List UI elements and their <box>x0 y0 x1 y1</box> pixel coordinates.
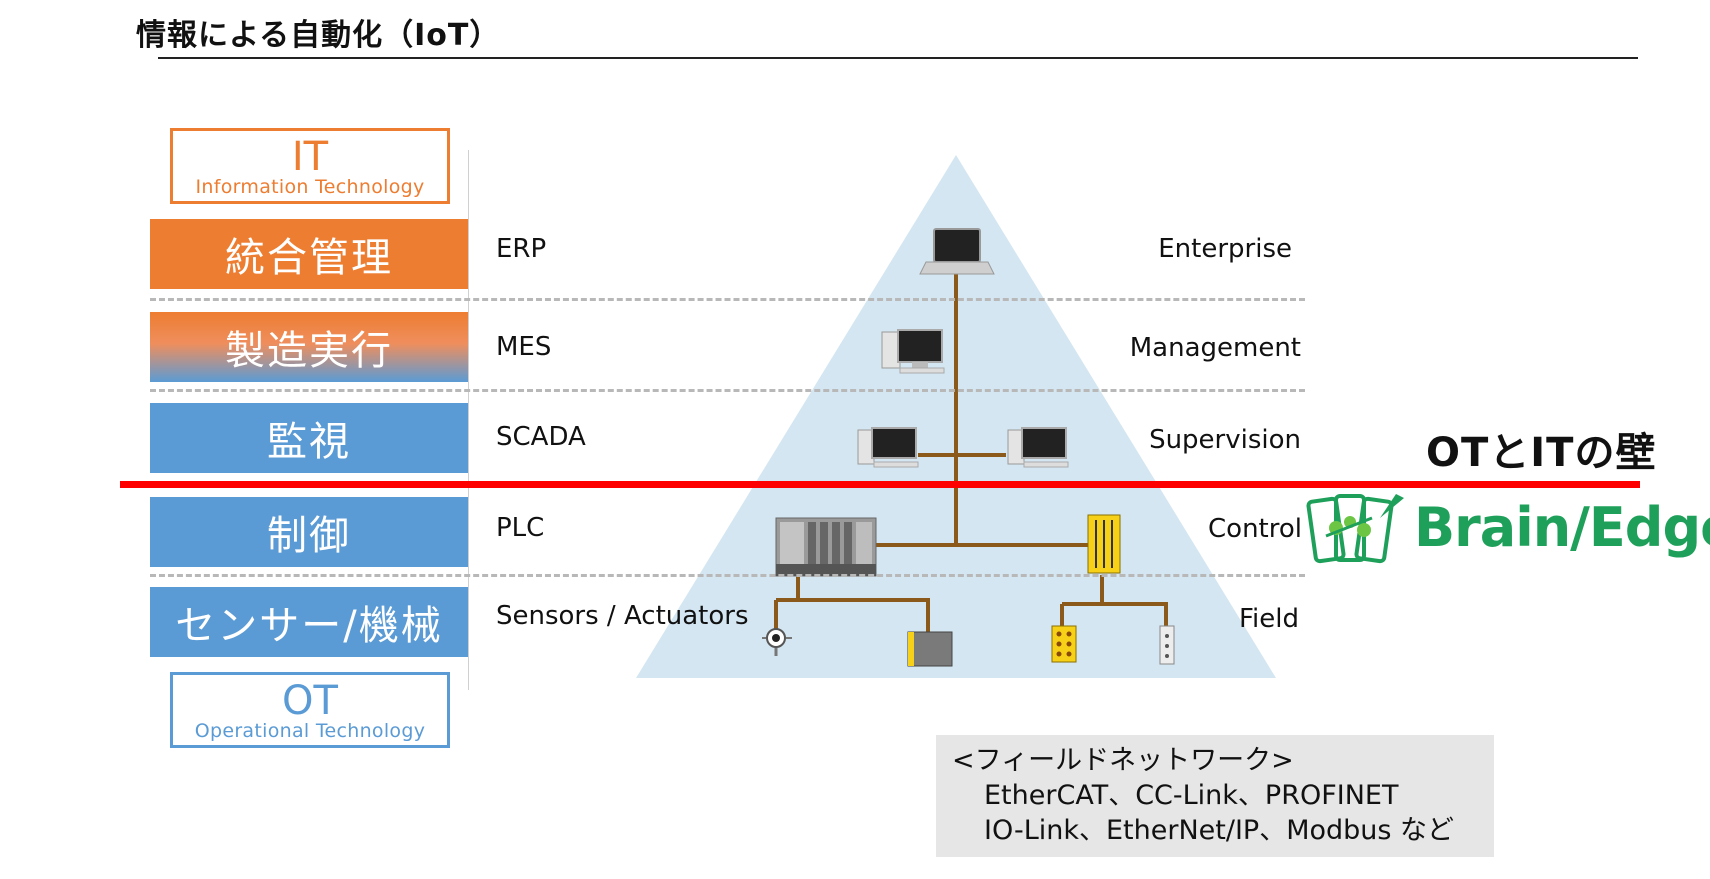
ot-it-wall-line <box>120 481 1640 488</box>
desktop-computer-icon <box>1007 427 1069 468</box>
io-module-icon <box>1051 625 1077 663</box>
level-block-management: 製造実行 <box>150 312 468 382</box>
layer-label-supervision: Supervision <box>1149 425 1301 455</box>
it-box-subtitle: Information Technology <box>195 176 425 198</box>
field-network-heading: <フィールドネットワーク> <box>952 745 1294 776</box>
field-network-line-1: EtherCAT、CC-Link、PROFINET <box>984 780 1399 811</box>
ot-box: OT Operational Technology <box>170 672 450 748</box>
level-block-control: 制御 <box>150 497 468 567</box>
io-controller-icon <box>1087 514 1121 574</box>
level-separator <box>150 389 1305 392</box>
system-label-mes: MES <box>496 332 552 362</box>
page-title: 情報による自動化（IoT） <box>136 18 501 53</box>
layer-label-control: Control <box>1208 514 1302 544</box>
brainedge-mark-icon <box>1306 494 1404 564</box>
desktop-computer-icon <box>881 329 945 374</box>
brainedge-wordmark: Brain/Edge <box>1414 496 1710 559</box>
plc-rack-icon <box>775 517 877 577</box>
system-label-erp: ERP <box>496 234 547 264</box>
sensor-icon <box>762 628 792 656</box>
title-rule <box>158 57 1638 59</box>
system-label-plc: PLC <box>496 513 545 543</box>
desktop-computer-icon <box>857 427 919 468</box>
layer-label-enterprise: Enterprise <box>1158 234 1292 264</box>
ot-it-wall-label: OTとITの壁 <box>1426 430 1657 476</box>
distributor-icon <box>1159 625 1175 665</box>
layer-label-field: Field <box>1238 604 1299 634</box>
field-network-line-2: IO-Link、EtherNet/IP、Modbus など <box>984 815 1455 846</box>
it-box: IT Information Technology <box>170 128 450 204</box>
brainedge-logo: Brain/Edge <box>1306 488 1710 578</box>
level-block-field: センサー/機械 <box>150 587 468 657</box>
actuator-box-icon <box>907 631 953 667</box>
level-block-enterprise: 統合管理 <box>150 219 468 289</box>
laptop-icon <box>919 228 995 275</box>
level-block-supervision: 監視 <box>150 403 468 473</box>
level-separator <box>150 298 1305 301</box>
field-network-note: <フィールドネットワーク> EtherCAT、CC-Link、PROFINET … <box>936 735 1494 857</box>
system-label-scada: SCADA <box>496 422 586 452</box>
layer-label-management: Management <box>1129 333 1301 363</box>
level-separator <box>150 574 1305 577</box>
system-label-sensors: Sensors / Actuators <box>496 601 749 631</box>
column-divider <box>468 150 469 690</box>
it-box-title: IT <box>291 134 329 180</box>
ot-box-title: OT <box>282 678 338 724</box>
ot-box-subtitle: Operational Technology <box>194 720 426 742</box>
